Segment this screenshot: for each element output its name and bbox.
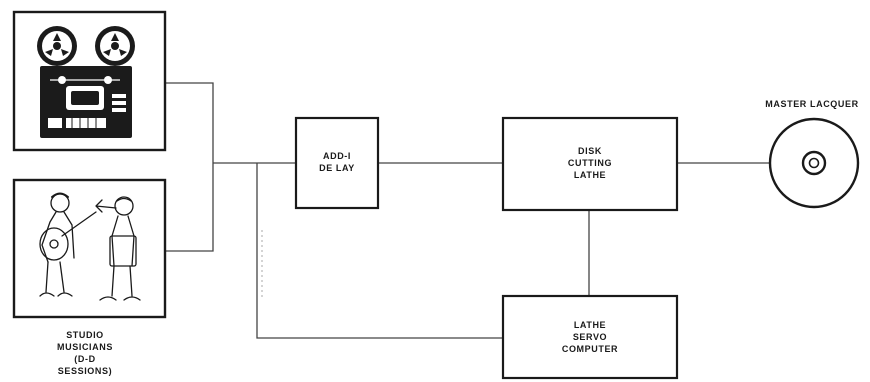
musicians-panel — [14, 180, 165, 317]
delay-label-line-1: ADD-I — [323, 151, 351, 161]
delay-block: ADD-I DE LAY — [296, 118, 378, 208]
lathe-label-line-1: DISK — [578, 146, 602, 156]
caption-line-4: SESSIONS) — [58, 366, 112, 376]
servo-label-line-1: LATHE — [574, 320, 606, 330]
caption-line-3: (D-D — [74, 354, 95, 364]
caption-line-2: MUSICIANS — [57, 342, 113, 352]
lathe-block: DISK CUTTING LATHE — [503, 118, 677, 210]
tape-recorder-panel — [14, 12, 165, 150]
delay-label-line-2: DE LAY — [319, 163, 355, 173]
wire-musicians-to-bus — [165, 163, 213, 251]
servo-label-line-2: SERVO — [573, 332, 607, 342]
musicians-caption: STUDIO MUSICIANS (D-D SESSIONS) — [57, 330, 113, 376]
master-lacquer-output: MASTER LACQUER — [765, 99, 858, 207]
servo-block: LATHE SERVO COMPUTER — [503, 296, 677, 378]
wire-bus-to-servo — [257, 163, 503, 338]
servo-label-line-3: COMPUTER — [562, 344, 618, 354]
connection-wires — [165, 83, 770, 338]
lathe-label-line-3: LATHE — [574, 170, 606, 180]
lacquer-disc-icon — [770, 119, 858, 207]
wire-tape-to-bus — [165, 83, 213, 163]
lathe-label-line-2: CUTTING — [568, 158, 612, 168]
caption-line-1: STUDIO — [66, 330, 104, 340]
master-lacquer-label: MASTER LACQUER — [765, 99, 858, 109]
